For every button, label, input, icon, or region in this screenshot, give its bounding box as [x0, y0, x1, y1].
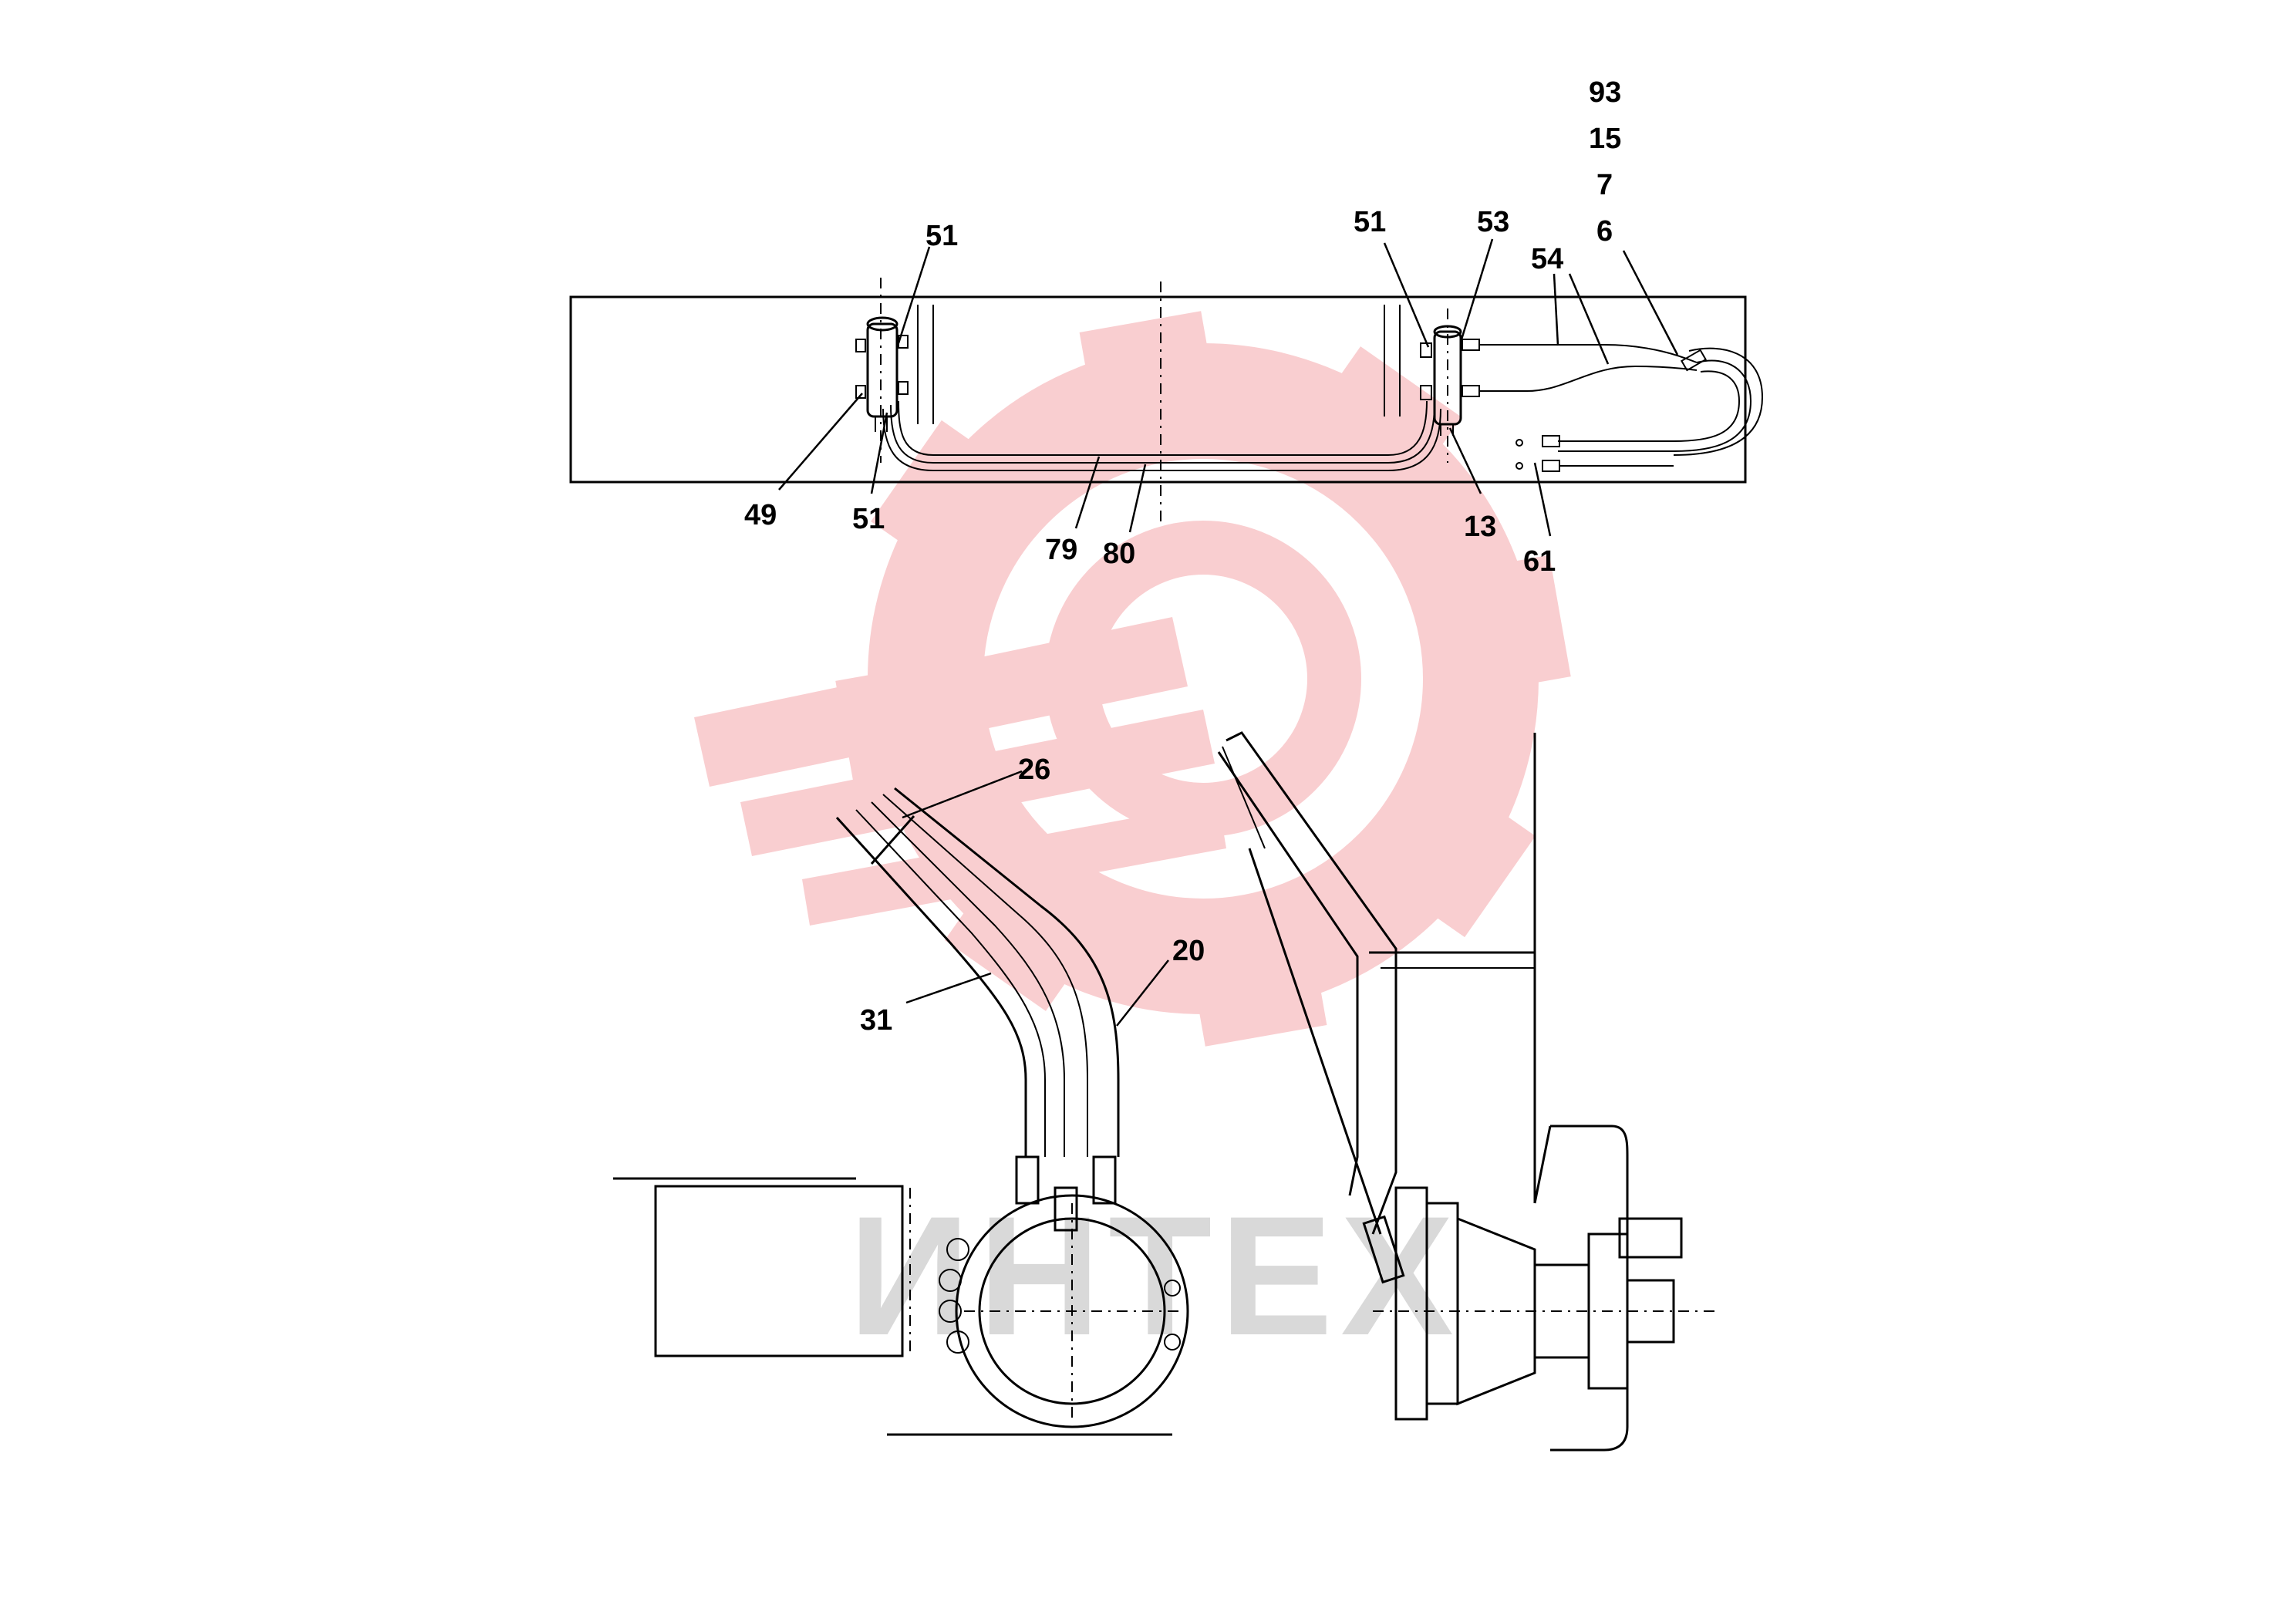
bottom-left-assembly: [613, 787, 1189, 1436]
callout-61: 61: [1523, 545, 1556, 578]
callout-13: 13: [1464, 511, 1496, 543]
callout-7: 7: [1596, 169, 1613, 201]
leader-lines: [778, 238, 1679, 1027]
bottom-right-assembly: [1217, 731, 1720, 1452]
callout-20: 20: [1172, 935, 1205, 967]
bracket: [1550, 1125, 1629, 1452]
callout-53: 53: [1477, 206, 1509, 238]
callout-51-bottom-left: 51: [852, 503, 885, 535]
callouts: 93 15 7 6 51 51 53 54 49 51 79 80 13 61 …: [744, 76, 1621, 1037]
callout-6: 6: [1596, 215, 1613, 248]
clamp-6: [1681, 349, 1707, 372]
callout-26: 26: [1018, 754, 1050, 786]
fitting-61-b: [1542, 460, 1560, 472]
cylinder-body: [654, 1185, 904, 1357]
arm: [1226, 731, 1397, 1235]
callout-51-top-right: 51: [1354, 206, 1386, 238]
flange: [955, 1194, 1189, 1428]
left-cylinder: [855, 278, 909, 463]
callout-54: 54: [1531, 243, 1563, 275]
motor-body: [1456, 1216, 1536, 1406]
tube-80: [882, 408, 1441, 471]
hose-20: [894, 787, 1120, 1157]
hose-54-loop: [1558, 359, 1752, 452]
hose-31: [835, 816, 1027, 1157]
watermark-logo: [694, 311, 1571, 1047]
top-view: [569, 278, 1764, 524]
callout-49: 49: [744, 499, 777, 531]
right-cylinder: [1420, 309, 1480, 463]
hose-54-upper: [1479, 344, 1698, 363]
watermark-text: ИНТЕХ: [848, 1181, 1462, 1371]
callout-31: 31: [860, 1004, 892, 1037]
callout-93: 93: [1589, 76, 1621, 109]
tube-79: [898, 400, 1428, 456]
callout-80: 80: [1103, 538, 1135, 570]
frame-rail: [569, 295, 1747, 484]
callout-15: 15: [1589, 123, 1621, 155]
callout-51-top-left: 51: [925, 220, 958, 252]
clamp-26: [870, 815, 915, 865]
fitting-61-a: [1542, 435, 1560, 447]
callout-79: 79: [1045, 534, 1077, 566]
